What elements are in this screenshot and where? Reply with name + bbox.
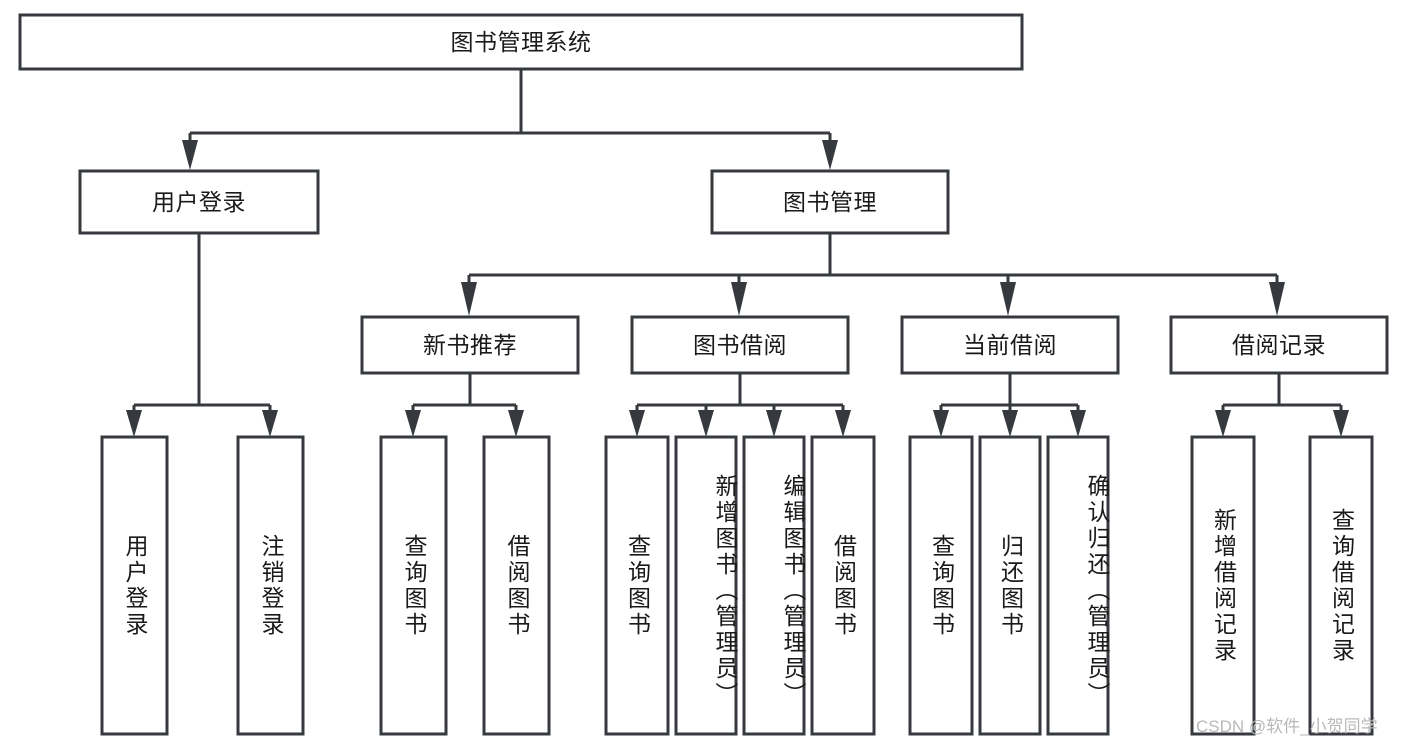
arrowhead-leaf-query-book-1 [405,410,421,437]
arrowhead-leaf-query-record [1333,410,1349,437]
leaf-box-edit-book[interactable] [742,435,806,736]
node-borrow-record[interactable] [1169,315,1389,375]
node-book-borrow[interactable] [630,315,850,375]
leaf-box-query-book-3[interactable] [908,435,974,736]
leaf-box-query-book-1[interactable] [379,435,448,736]
arrowhead-book-manage [822,140,838,170]
arrowhead-current-borrow [1000,282,1016,316]
arrowhead-borrow-record [1269,282,1285,316]
leaf-box-user-login[interactable] [100,435,169,736]
arrowhead-leaf-query-book-3 [933,410,949,437]
node-new-book-recommend[interactable] [360,315,580,375]
leaf-box-logout[interactable] [236,435,305,736]
arrowhead-leaf-edit-book [766,410,782,437]
leaf-box-query-record[interactable] [1308,435,1374,736]
arrowhead-user-login [182,140,198,170]
arrowhead-leaf-user-login [126,410,142,437]
arrowhead-book-borrow [731,282,747,316]
arrowhead-leaf-add-book [698,410,714,437]
node-current-borrow[interactable] [900,315,1120,375]
node-book-manage[interactable] [710,169,950,235]
arrowhead-new-book-recommend [461,282,477,316]
leaf-box-borrow-book-2[interactable] [810,435,876,736]
watermark: CSDN @软件_小贺同学 [1196,717,1378,736]
leaf-box-add-record[interactable] [1190,435,1256,736]
arrowhead-leaf-logout [262,410,278,437]
leaf-box-query-book-2[interactable] [604,435,670,736]
leaf-box-add-book[interactable] [674,435,738,736]
arrowhead-leaf-return-book [1002,410,1018,437]
leaf-box-borrow-book-1[interactable] [482,435,551,736]
node-user-login[interactable] [78,169,320,235]
arrowhead-leaf-borrow-book-2 [835,410,851,437]
arrowhead-leaf-add-record [1215,410,1231,437]
leaf-box-return-book[interactable] [978,435,1042,736]
arrowhead-leaf-query-book-2 [629,410,645,437]
node-root[interactable] [18,13,1024,71]
arrowhead-leaf-borrow-book-1 [508,410,524,437]
leaf-box-confirm-return[interactable] [1046,435,1110,736]
arrowhead-leaf-confirm-return [1070,410,1086,437]
